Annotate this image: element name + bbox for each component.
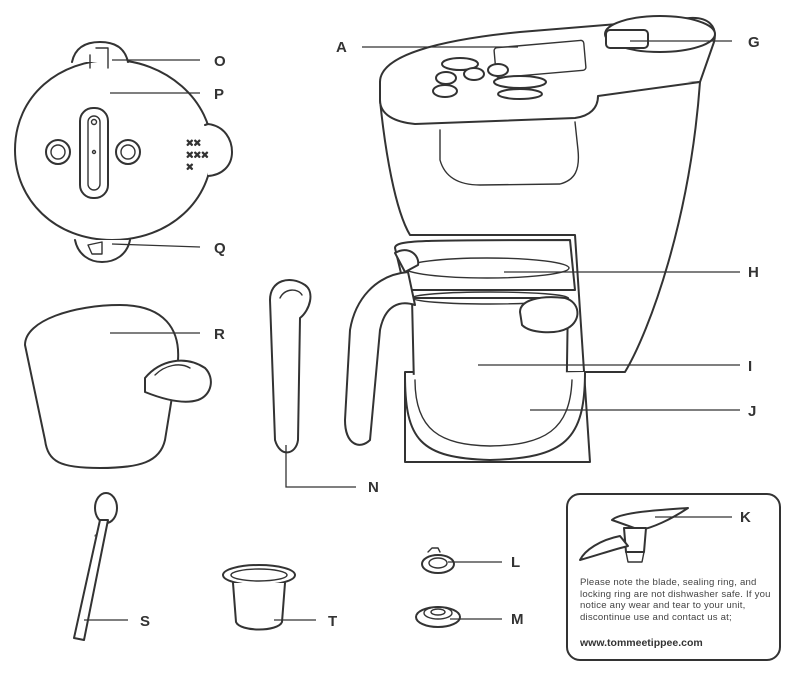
label-g: G (748, 34, 760, 51)
label-r: R (214, 326, 225, 343)
svg-text:✕: ✕ (186, 163, 194, 173)
blade-note-box (566, 493, 781, 661)
label-p: P (214, 86, 224, 103)
label-o: O (214, 53, 226, 70)
locking-ring (415, 606, 461, 628)
spoon: * (73, 492, 118, 641)
label-j: J (748, 403, 756, 420)
blade-note-text: Please note the blade, sealing ring, and… (580, 577, 771, 623)
sealing-ring (421, 547, 455, 574)
label-l: L (511, 554, 520, 571)
label-q: Q (214, 240, 226, 257)
svg-text:✕✕✕: ✕✕✕ (186, 151, 209, 161)
label-a: A (336, 39, 347, 56)
label-h: H (748, 264, 759, 281)
blade (579, 507, 689, 563)
website-link[interactable]: www.tommeetippee.com (580, 637, 703, 649)
label-i: I (748, 358, 752, 375)
cup (24, 304, 212, 469)
label-k: K (740, 509, 751, 526)
lid: ✕✕ ✕✕✕ ✕ (14, 41, 233, 263)
label-s: S (140, 613, 150, 630)
svg-text:*: * (94, 533, 97, 542)
spatula (269, 279, 312, 454)
appliance (344, 15, 716, 463)
label-m: M (511, 611, 524, 628)
leader-lines (84, 40, 740, 621)
svg-text:✕✕: ✕✕ (186, 139, 201, 149)
label-t: T (328, 613, 337, 630)
part-labels: A G H I J K L M N O P Q R S T (140, 34, 760, 630)
steam-basket (222, 564, 296, 631)
label-n: N (368, 479, 379, 496)
